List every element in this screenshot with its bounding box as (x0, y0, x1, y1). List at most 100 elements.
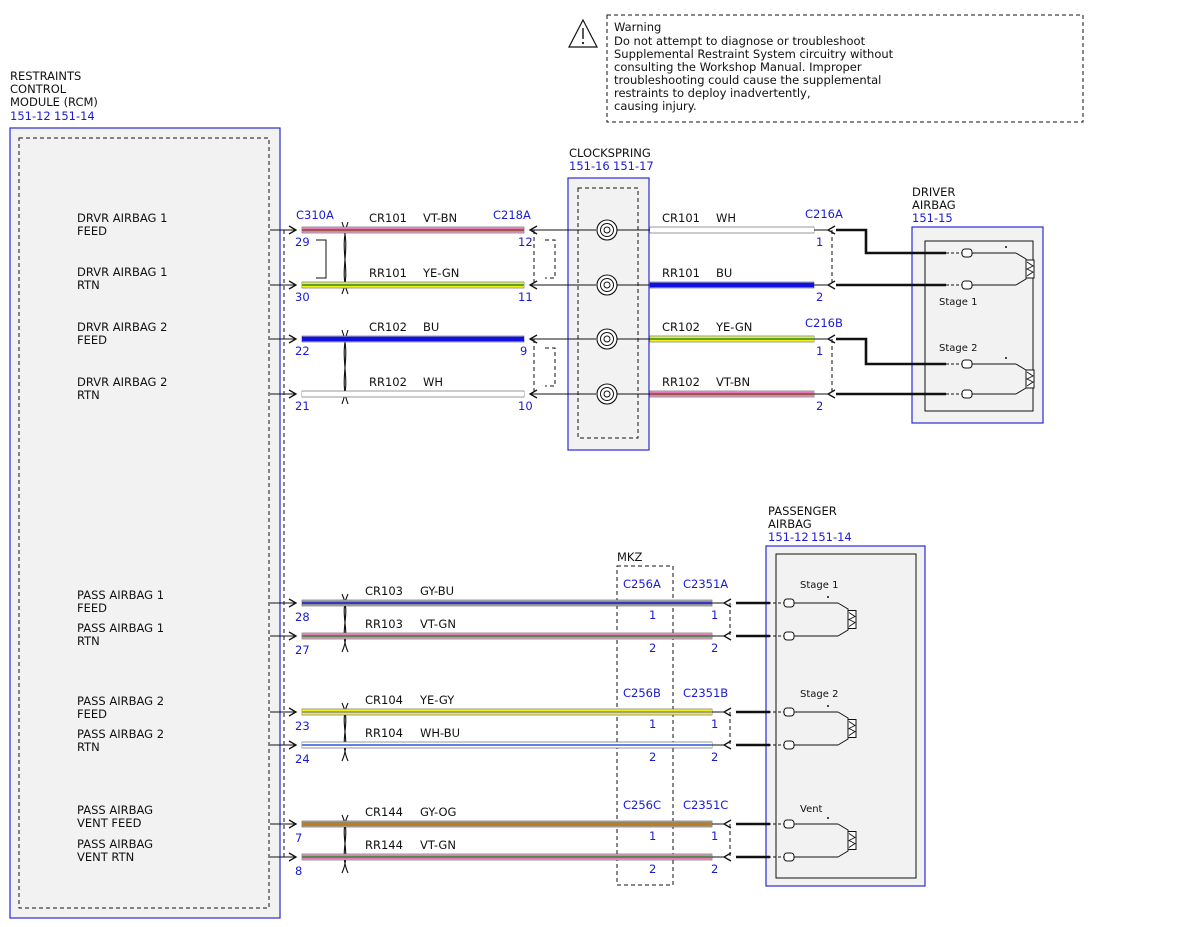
pin-number: 7 (295, 831, 302, 845)
connector-id[interactable]: C218A (493, 208, 531, 222)
clockspring-coils (596, 219, 650, 405)
wire-color: YE-GN (422, 266, 459, 280)
pin-number: 23 (295, 719, 310, 733)
connector-id[interactable]: C256C (623, 798, 661, 812)
driver-airbag-ref[interactable]: 151-15 (912, 211, 953, 225)
circuit-id: RR101 (662, 266, 700, 280)
connector-id[interactable]: C216B (805, 316, 843, 330)
wire-color: BU (423, 320, 439, 334)
terminal-arrow (288, 707, 298, 717)
passenger-airbag-ref[interactable]: 151-12 (768, 530, 809, 544)
connector-id[interactable]: C216A (805, 207, 843, 221)
squib-zigzag (847, 721, 856, 736)
coil-inner (603, 281, 611, 289)
warning-line: restraints to deploy inadvertently, (614, 86, 811, 100)
squib-zigzag (1025, 261, 1034, 277)
warning-line: consulting the Workshop Manual. Improper (614, 60, 862, 74)
terminal-arrow (722, 740, 732, 750)
rcm-ref[interactable]: 151-12 (10, 109, 51, 123)
squib-pin (783, 707, 795, 717)
rcm-pin-label: PASS AIRBAG (77, 837, 153, 851)
wire-bu (649, 281, 815, 289)
pin-number: 2 (649, 641, 656, 655)
pin-number: 2 (711, 750, 718, 764)
coil-mid (600, 223, 614, 237)
twisted-pair-markers (341, 221, 349, 874)
terminal-arrow (288, 631, 298, 641)
circuit-id: CR104 (365, 693, 403, 707)
connector-id[interactable]: C2351B (683, 686, 728, 700)
rcm-pin-label: PASS AIRBAG 1 (77, 588, 164, 602)
pin-number: 1 (649, 717, 656, 731)
connector-id[interactable]: C2351C (683, 798, 728, 812)
terminal-arrow (288, 334, 298, 344)
heavy-lead (836, 337, 946, 366)
connector-housings (533, 230, 833, 857)
terminal-arrow (722, 631, 732, 641)
wire-color: VT-BN (423, 211, 457, 225)
pin-number: 10 (518, 399, 533, 413)
circuit-id: CR101 (369, 211, 407, 225)
clockspring-ref[interactable]: 151-16 (569, 159, 610, 173)
rcm-pin-label: VENT RTN (77, 850, 134, 864)
warning-title: Warning (614, 20, 661, 34)
connector-id[interactable]: C2351A (683, 577, 728, 591)
pin-number: 2 (711, 862, 718, 876)
passenger-squibs (768, 596, 857, 862)
terminal-arrow (288, 225, 298, 235)
squib-icon (768, 817, 857, 862)
wire-gy-og (301, 820, 713, 828)
wire-vt-gn (301, 853, 713, 861)
rcm-pin-label: FEED (77, 333, 107, 347)
wire-ye-gn (301, 281, 525, 289)
rcm-pin-label: PASS AIRBAG 2 (77, 694, 164, 708)
driver-squibs (946, 246, 1035, 399)
wire-vt-gn (301, 632, 713, 640)
circuit-id: RR101 (369, 266, 407, 280)
pin-number: 1 (816, 235, 823, 249)
connector-id[interactable]: C310A (296, 208, 334, 222)
wire-ye-gn (649, 335, 815, 343)
circuit-id: CR102 (369, 320, 407, 334)
pin-number: 1 (649, 608, 656, 622)
clockspring-ref[interactable]: 151-17 (613, 159, 654, 173)
squib-dot (827, 705, 829, 707)
squib-pin (783, 598, 795, 608)
rcm-name-line: MODULE (RCM) (10, 95, 98, 109)
mkz-inline-connectors: MKZ (616, 550, 674, 886)
squib-pin (783, 852, 795, 862)
rcm-name-line: CONTROL (10, 82, 67, 96)
clockspring-coil-icon (596, 328, 650, 350)
circuit-id: RR102 (369, 375, 407, 389)
shorting-bars (316, 239, 556, 387)
clockspring-coil-icon (596, 383, 650, 405)
wire-vt-bn (649, 390, 815, 398)
squib-pin (783, 740, 795, 750)
connector-id[interactable]: C256A (623, 577, 661, 591)
pin-number: 1 (711, 608, 718, 622)
terminal-arrow (288, 740, 298, 750)
terminal-arrow (722, 852, 732, 862)
rcm-ref[interactable]: 151-14 (54, 109, 95, 123)
wire-body (302, 391, 524, 397)
pin-number: 24 (295, 752, 310, 766)
pin-number: 9 (520, 344, 527, 358)
passenger-airbag-name: AIRBAG (768, 517, 812, 531)
circuit-id: RR144 (365, 838, 403, 852)
wire-body (302, 336, 524, 342)
connector-id[interactable]: C256B (623, 686, 661, 700)
clockspring-coil-icon (596, 219, 650, 241)
pin-number: 11 (518, 290, 533, 304)
squib-icon (946, 357, 1035, 399)
wire-color: BU (716, 266, 732, 280)
squib-pin (783, 631, 795, 641)
squib-zigzag (847, 612, 856, 627)
warning-triangle-icon (568, 18, 598, 48)
rcm-pin-label: RTN (77, 634, 100, 648)
pin-number: 1 (711, 717, 718, 731)
squib-pin (961, 359, 973, 369)
passenger-airbag-ref[interactable]: 151-14 (811, 530, 852, 544)
pin-number: 2 (649, 862, 656, 876)
